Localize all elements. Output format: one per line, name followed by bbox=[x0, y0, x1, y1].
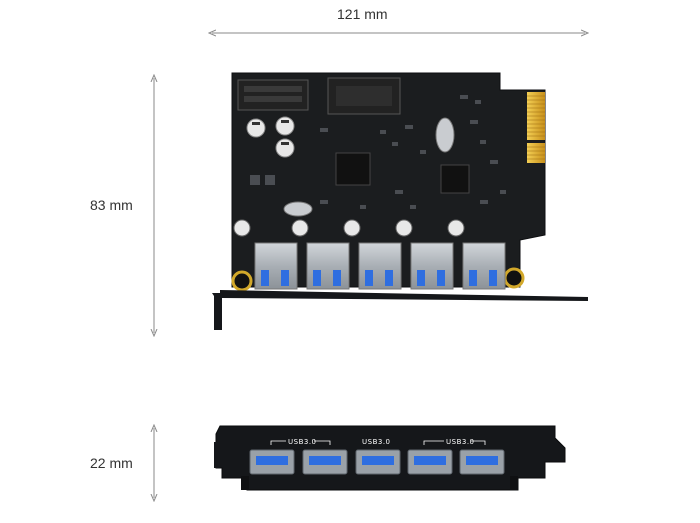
usb-ports-front-view bbox=[249, 449, 505, 475]
usb-port-front-2 bbox=[302, 449, 348, 475]
bracket-front-view: USB3.0 USB3.0 USB3.0 bbox=[214, 425, 566, 491]
crystal-oscillator-2 bbox=[283, 201, 313, 217]
pcb-board-top-view bbox=[212, 72, 588, 330]
height-dimension-label: 83 mm bbox=[90, 197, 133, 213]
usb-port-top-2 bbox=[306, 242, 350, 290]
usb-controller-chip bbox=[440, 164, 470, 194]
crystal-oscillator bbox=[435, 117, 455, 153]
depth-dimension-label: 22 mm bbox=[90, 455, 133, 471]
bracket-label-3: USB3.0 bbox=[446, 438, 475, 446]
capacitors bbox=[246, 116, 295, 158]
bracket-edge-top-view bbox=[212, 290, 588, 330]
usb-port-front-4 bbox=[407, 449, 453, 475]
usb-label-brackets bbox=[270, 440, 486, 445]
hub-controller-chip bbox=[335, 152, 371, 186]
bracket-label-2: USB3.0 bbox=[362, 438, 391, 446]
width-dimension-label: 121 mm bbox=[337, 6, 388, 22]
smd-components bbox=[250, 95, 506, 209]
pcie-gold-fingers bbox=[527, 92, 545, 163]
usb-port-top-1 bbox=[254, 242, 298, 290]
sata-power-connector bbox=[237, 79, 309, 111]
usb-port-front-5 bbox=[459, 449, 505, 475]
bracket-label-1: USB3.0 bbox=[288, 438, 317, 446]
usb-port-top-5 bbox=[462, 242, 506, 290]
usb-port-front-3 bbox=[355, 449, 401, 475]
mounting-holes bbox=[231, 219, 525, 292]
usb-port-top-3 bbox=[358, 242, 402, 290]
usb-port-top-4 bbox=[410, 242, 454, 290]
usb-port-front-1 bbox=[249, 449, 295, 475]
usb-ports-top-view bbox=[254, 242, 506, 290]
